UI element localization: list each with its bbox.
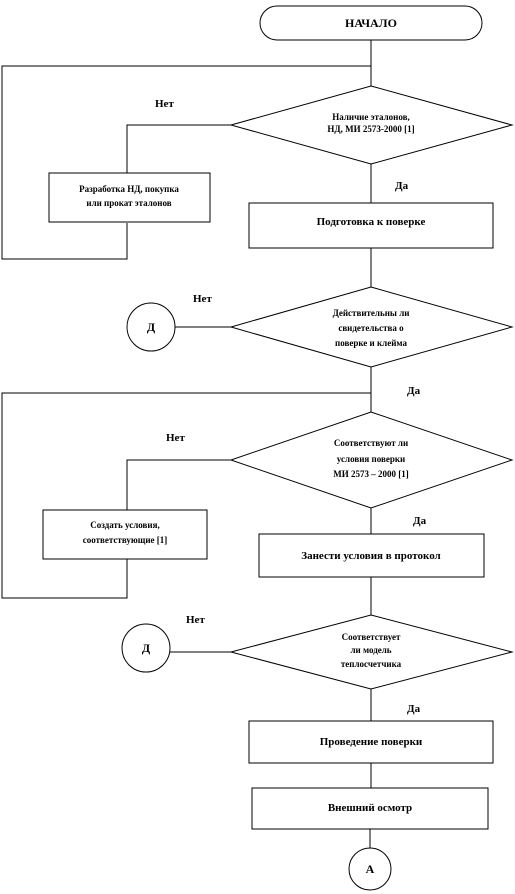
process-develop-nd-line2: или прокат эталонов [86,198,171,208]
decision-standards-line2: НД, МИ 2573-2000 [1] [327,124,414,134]
decision-certificates-line1: Действительны ли [333,308,410,318]
process-develop-nd [48,172,211,223]
loop-line-2 [1,392,371,599]
decision-model-line2: ли модель [350,645,391,655]
no-label-4: Нет [186,614,205,626]
start-label: НАЧАЛО [345,16,397,30]
decision-certificates-line2: свидетельства о [338,323,404,333]
no-label-3: Нет [166,432,185,444]
connector-d-2 [121,623,171,673]
no-branch-3 [126,459,231,510]
process-inspection-label: Внешний осмотр [328,802,412,814]
decision-certificates-line3: поверке и клейма [335,338,407,348]
connector-a [348,847,392,891]
no-label-1: Нет [155,98,174,110]
process-create-conditions-line2: соответствующие [1] [83,535,168,545]
connector-d-1 [126,302,176,352]
decision-standards-line1: Наличие эталонов, [332,112,409,122]
process-prepare-label: Подготовка к поверке [317,216,426,228]
no-label-2: Нет [193,293,212,305]
process-develop-nd-line1: Разработка НД, покупка [79,184,179,194]
loop-line-1 [1,65,371,260]
process-record-conditions-label: Занести условия в протокол [301,550,440,562]
process-create-conditions-line1: Создать условия, [90,520,159,530]
no-branch-1 [126,124,231,173]
connector-d-2-label: Д [142,641,151,655]
yes-label-3: Да [413,515,427,527]
connector-a-label: А [366,862,375,876]
yes-label-1: Да [395,180,409,192]
process-prepare [248,202,494,249]
process-create-conditions [42,509,208,560]
decision-model-line3: теплосчетчика [341,659,402,669]
decision-model-line1: Соответствует [342,632,401,642]
yes-label-2: Да [407,385,421,397]
decision-conditions-line1: Соответствуют ли [334,438,408,448]
decision-conditions-line2: условия поверки [337,454,405,464]
decision-conditions-line3: МИ 2573 – 2000 [1] [333,469,409,479]
process-inspection [251,787,489,830]
process-record-conditions [258,533,485,578]
connector-d-1-label: Д [147,320,156,334]
process-verification-label: Проведение поверки [320,736,423,748]
yes-label-4: Да [407,703,421,715]
